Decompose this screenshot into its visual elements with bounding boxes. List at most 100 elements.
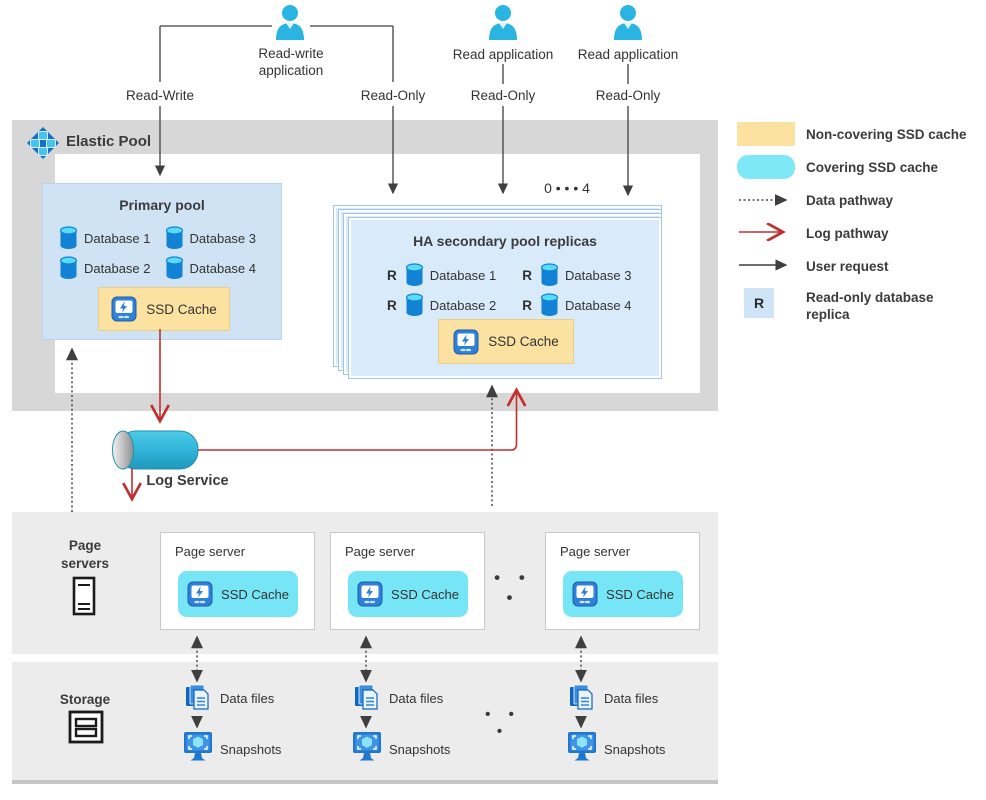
person-icon [485, 4, 521, 42]
page-servers-ellipsis: • • • [494, 568, 532, 607]
replica-database-item: R Database 3 [522, 263, 632, 287]
database-label: Database 1 [84, 230, 151, 246]
database-cylinder-icon [405, 293, 423, 316]
data-files-label: Data files [604, 691, 659, 706]
database-label: Database 3 [189, 230, 257, 246]
primary-pool-box: Primary pool Database 1 Database 2 Datab… [42, 183, 282, 340]
read-application-label: Read application [577, 46, 679, 62]
database-cylinder-icon [59, 226, 78, 249]
page-server-ssd-cache: SSD Cache [348, 571, 468, 617]
data-files-label: Data files [389, 691, 444, 706]
page-server-title: Page server [560, 544, 631, 559]
replica-marker: R [522, 297, 532, 313]
ssd-lightning-icon [187, 581, 213, 607]
read-write-arrow-label: Read-Write [125, 88, 195, 103]
ha-pool-title: HA secondary pool replicas [413, 233, 597, 249]
legend-covering-label: Covering SSD cache [806, 160, 939, 175]
replica-marker: R [387, 297, 397, 313]
page-server-title: Page server [345, 544, 416, 559]
database-label: Database 2 [84, 260, 151, 276]
snapshots-monitor-icon [183, 731, 213, 764]
storage-drawer-icon [67, 708, 105, 746]
database-cylinder-icon [540, 293, 559, 316]
database-label: Database 1 [429, 267, 497, 283]
ssd-cache-label: SSD Cache [606, 586, 674, 602]
read-only-arrow-label: Read-Only [595, 88, 661, 103]
data-files-icon [569, 684, 596, 713]
page-server-ssd-cache: SSD Cache [563, 571, 683, 617]
data-files-label: Data files [220, 691, 275, 706]
legend-log-pathway-label: Log pathway [806, 226, 889, 241]
ssd-lightning-icon [453, 329, 479, 354]
data-pathway-arrow-icon [737, 192, 797, 208]
legend-user-request-label: User request [806, 259, 889, 274]
database-cylinder-icon [405, 263, 423, 286]
database-label: Database 4 [565, 297, 632, 313]
snapshots-monitor-icon [567, 731, 597, 764]
legend-non-covering-label: Non-covering SSD cache [806, 127, 967, 142]
database-item: Database 2 [59, 256, 151, 280]
replica-database-item: R Database 2 [387, 293, 496, 317]
read-only-arrow-label: Read-Only [470, 88, 536, 103]
server-tower-icon [71, 576, 97, 616]
database-label: Database 3 [565, 267, 632, 283]
ssd-lightning-icon [572, 581, 598, 607]
ssd-lightning-icon [111, 296, 137, 322]
database-label: Database 2 [429, 297, 497, 313]
elastic-pool-title: Elastic Pool [66, 133, 152, 150]
elastic-pool-icon [26, 126, 60, 160]
snapshots-label: Snapshots [389, 742, 451, 757]
log-service-label: Log Service [146, 473, 229, 489]
database-item: Database 1 [59, 226, 151, 250]
database-cylinder-icon [165, 256, 183, 279]
page-server-ssd-cache: SSD Cache [178, 571, 298, 617]
user-request-arrow-icon [737, 257, 797, 273]
database-item: Database 3 [165, 226, 257, 250]
storage-section-label: Storage [59, 691, 111, 707]
legend-covering-swatch [737, 155, 795, 179]
read-only-arrow-label: Read-Only [360, 88, 426, 103]
database-cylinder-icon [165, 226, 183, 249]
primary-pool-databases: Database 1 Database 2 Database 3 Databas… [59, 226, 256, 280]
legend-replica-label: Read-only database replica [806, 290, 934, 322]
read-write-application-label: Read-write application [258, 46, 324, 78]
storage-band [12, 662, 718, 784]
person-icon [272, 4, 308, 42]
database-cylinder-icon [540, 263, 559, 286]
page-server-card: Page server SSD Cache [330, 526, 493, 630]
legend-data-pathway-label: Data pathway [806, 193, 894, 208]
ha-ssd-cache: SSD Cache [438, 319, 574, 364]
replica-badge: R [744, 288, 774, 318]
snapshots-label: Snapshots [604, 742, 666, 757]
log-pathway-arrow-icon [737, 223, 799, 241]
replica-count-range: 0 • • • 4 [544, 180, 590, 196]
database-item: Database 4 [165, 256, 257, 280]
replica-database-item: R Database 4 [522, 293, 632, 317]
person-icon [610, 4, 646, 42]
database-cylinder-icon [59, 256, 78, 279]
page-server-card: Page server SSD Cache [545, 526, 708, 630]
page-servers-section-label: Page servers [60, 538, 110, 571]
page-server-title: Page server [175, 544, 246, 559]
legend-non-covering-swatch [737, 122, 795, 146]
ssd-cache-label: SSD Cache [488, 334, 559, 349]
storage-ellipsis: • • • [485, 706, 521, 740]
data-files-icon [185, 684, 212, 713]
read-application-label: Read application [452, 46, 554, 62]
ssd-cache-label: SSD Cache [391, 586, 459, 602]
ssd-cache-label: SSD Cache [146, 301, 217, 317]
page-server-card: Page server SSD Cache [160, 526, 323, 630]
pipe-cylinder-icon [104, 427, 206, 474]
database-label: Database 4 [189, 260, 257, 276]
ssd-cache-label: SSD Cache [221, 586, 289, 602]
replica-marker: R [522, 267, 532, 283]
snapshots-monitor-icon [352, 731, 382, 764]
primary-pool-title: Primary pool [119, 197, 205, 213]
primary-ssd-cache: SSD Cache [98, 287, 230, 331]
data-files-icon [354, 684, 381, 713]
snapshots-label: Snapshots [220, 742, 282, 757]
